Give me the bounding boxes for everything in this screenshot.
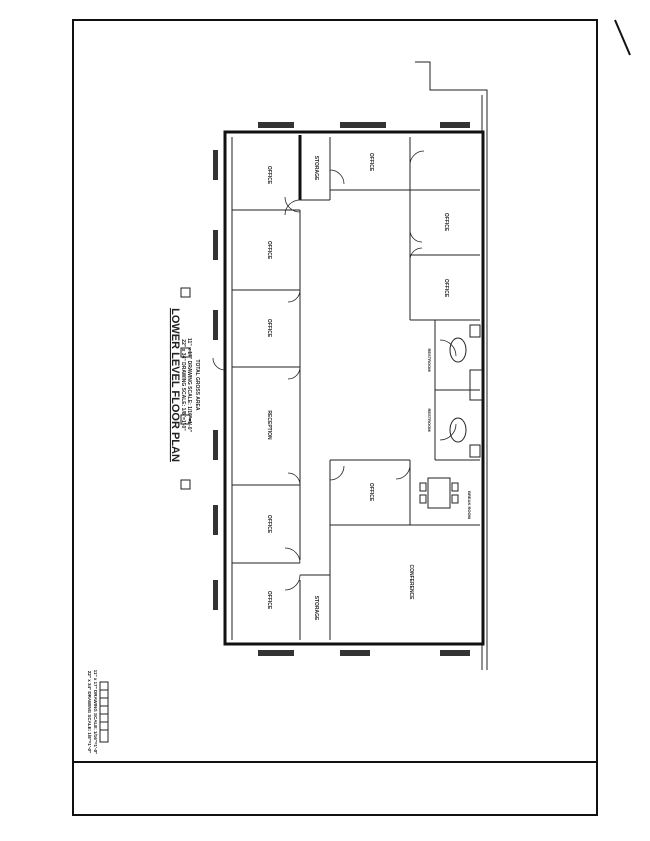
room-office: OFFICE: [266, 591, 272, 610]
room-office: OFFICE: [266, 319, 272, 338]
legend-boxes: [180, 287, 191, 490]
area-note: TOTAL GROSS AREA: [194, 360, 200, 411]
scale-note-2: 11" x 17" DRAWING SCALE: 1/16"=1'-0": [186, 338, 192, 433]
scale-note-1: 22" x 34" DRAWING SCALE: 1/8"=1'-0": [180, 339, 186, 431]
scale-bar-note: 22" x 34" DRAWING SCALE: 1/8"=1'-0": [87, 671, 92, 753]
door-swings: [212, 150, 457, 591]
room-office: OFFICE: [368, 483, 374, 502]
room-office: OFFICE: [266, 515, 272, 534]
break-table: [419, 477, 459, 509]
fixtures: [449, 324, 481, 458]
graphic-scale: 22" x 34" DRAWING SCALE: 1/8"=1'-0" 11" …: [87, 670, 109, 755]
room-break: BREAK ROOM: [467, 491, 472, 519]
room-office: OFFICE: [443, 279, 449, 298]
plan-title: LOWER LEVEL FLOOR PLAN: [169, 308, 181, 462]
room-restroom: RESTROOM: [427, 348, 432, 372]
room-office: OFFICE: [266, 166, 272, 185]
room-reception: RECEPTION: [266, 410, 272, 440]
room-storage: STORAGE: [313, 596, 319, 621]
window-tags: [213, 122, 470, 656]
sheet-border: [72, 19, 598, 816]
scan-mark: [614, 19, 631, 56]
room-office: OFFICE: [443, 213, 449, 232]
scale-bar-note-2: 11" x 17" DRAWING SCALE: 1/16"=1'-0": [93, 670, 98, 755]
building-outline: [223, 130, 485, 646]
room-office: OFFICE: [266, 241, 272, 260]
site-line: [415, 61, 488, 670]
room-office: OFFICE: [368, 153, 374, 172]
room-storage: STORAGE: [313, 156, 319, 181]
interior-walls: [231, 135, 483, 640]
room-conference: CONFERENCE: [408, 564, 414, 600]
room-restroom: RESTROOM: [427, 408, 432, 432]
